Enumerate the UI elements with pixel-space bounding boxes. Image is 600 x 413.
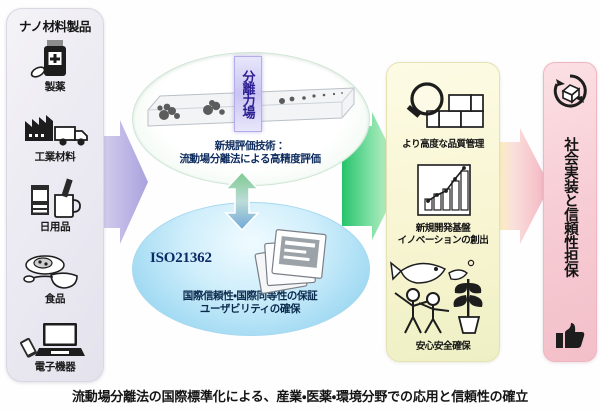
arrow-outcomes-to-final (494, 128, 550, 244)
iso-number-label: ISO21362 (150, 250, 212, 266)
magnifier-blocks-icon (406, 82, 484, 128)
tech-text-line1: 新規評価技術： (214, 140, 286, 152)
outcome-item-safety: 安心安全確保 (387, 249, 499, 353)
medicine-bottle-icon (30, 40, 66, 78)
double-headed-vertical-arrow (224, 170, 260, 232)
thumbs-up-icon (556, 323, 585, 348)
social-implementation-text: 社会実装と信頼性担保 (562, 137, 578, 277)
product-item-industrial-material: 工業材料 (7, 107, 103, 164)
outcome-item-quality-control: より高度な品質管理 (387, 77, 499, 151)
standard-documents-icon (254, 229, 327, 294)
left-panel-title: ナノ材料製品 (19, 20, 91, 34)
separation-force-field-label: 分離力場 (234, 56, 262, 132)
detergent-mug-icon (31, 178, 81, 218)
laptop-phone-icon (20, 323, 85, 358)
factory-truck-icon (25, 115, 88, 146)
product-label: 食品 (44, 293, 66, 305)
new-evaluation-technology-text: 新規評価技術： 流動場分離法による高精度評価 (132, 140, 368, 166)
tech-text-line2: 流動場分離法による高精度評価 (179, 153, 321, 165)
product-label: 電子機器 (34, 361, 76, 373)
outcome-label-2: イノベーションの創出 (397, 234, 489, 246)
outcome-item-innovation: 新規開発基盤 イノベーションの創出 (387, 161, 499, 246)
outcomes-panel: より高度な品質管理 新規開発基盤 イノベー (386, 62, 500, 362)
social-implementation-panel: 社会実装と信頼性担保 (543, 62, 597, 362)
product-label: 日用品 (39, 221, 71, 233)
outcome-label: 安心安全確保 (415, 341, 471, 352)
product-item-daily-goods: 日用品 (7, 177, 103, 234)
outcome-label: 新規開発基盤 (415, 223, 471, 234)
bar-line-chart-icon (417, 164, 471, 216)
iso-text-line1: 国際信頼性・国際同等性の保証 (182, 290, 318, 302)
nano-material-products-panel: ナノ材料製品 製薬 (6, 8, 104, 382)
product-label: 製薬 (44, 81, 66, 93)
food-dishes-icon (23, 255, 78, 289)
box-recycle-icon (553, 74, 587, 108)
outcome-label: より高度な品質管理 (402, 139, 484, 150)
iso-assurance-text: 国際信頼性・国際同等性の保証 ユーザビリティの確保 (132, 290, 368, 316)
product-label: 工業材料 (34, 151, 76, 163)
fish-people-plant-icon (390, 259, 483, 334)
iso-standard-ellipse (132, 202, 370, 336)
center-technology-group: 分離力場 新規評価技術： 流動場分離法による高精度評価 ISO21362 (128, 44, 380, 344)
product-item-food: 食品 (7, 249, 103, 306)
product-item-electronics: 電子機器 (7, 317, 103, 374)
product-item-pharmaceutical: 製薬 (7, 37, 103, 94)
figure-caption: 流動場分離法の国際標準化による、産業・医薬・環境分野での応用と信頼性の確立 (71, 389, 529, 404)
iso-text-line2: ユーザビリティの確保 (199, 303, 301, 315)
